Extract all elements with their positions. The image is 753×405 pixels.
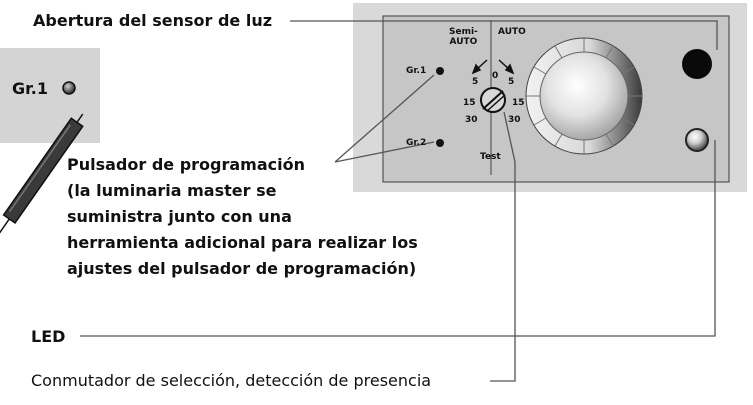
light-sensor-opening bbox=[682, 49, 712, 79]
dial-number-5-left: 5 bbox=[472, 77, 479, 87]
leader-lines bbox=[80, 20, 718, 382]
inset-detail bbox=[0, 48, 100, 143]
dial-number-5-right: 5 bbox=[508, 77, 515, 87]
dial-number-15-right: 15 bbox=[512, 98, 525, 108]
auto-label: AUTO bbox=[498, 27, 526, 37]
prog-label-line-1: Pulsador de programación bbox=[67, 155, 305, 174]
leader-led bbox=[80, 140, 716, 337]
gr2-program-button[interactable] bbox=[436, 139, 444, 147]
dial-number-30-left: 30 bbox=[465, 115, 478, 125]
knob-ribs-icon bbox=[526, 38, 642, 154]
inset-button-icon bbox=[62, 81, 76, 95]
main-knob[interactable] bbox=[525, 37, 643, 155]
leader-gr2 bbox=[334, 141, 435, 163]
leader-light-sensor bbox=[290, 20, 718, 50]
semi-auto-line-1: Semi- bbox=[449, 27, 478, 37]
light-sensor-label: Abertura del sensor de luz bbox=[33, 11, 273, 30]
inset-gr1-label: Gr.1 bbox=[12, 79, 48, 98]
semi-auto-line-2: AUTO bbox=[449, 37, 478, 47]
selector-switch-label: Conmutador de selección, detección de pr… bbox=[31, 371, 432, 390]
dial-number-15-left: 15 bbox=[463, 98, 476, 108]
selector-switch[interactable] bbox=[480, 87, 506, 113]
leader-selector bbox=[490, 111, 516, 382]
inset-box bbox=[0, 48, 100, 143]
led-indicator bbox=[685, 128, 709, 152]
prog-label-line-4: herramienta adicional para realizar los bbox=[67, 233, 418, 252]
programming-tool-icon bbox=[0, 113, 84, 240]
test-label: Test bbox=[480, 152, 501, 162]
leader-gr1 bbox=[334, 74, 435, 163]
prog-label-line-5: ajustes del pulsador de programación) bbox=[67, 259, 417, 278]
gr1-label: Gr.1 bbox=[406, 66, 427, 76]
dial-number-30-right: 30 bbox=[508, 115, 521, 125]
knob-center bbox=[539, 51, 629, 141]
gr1-program-button[interactable] bbox=[436, 67, 444, 75]
rotation-arrows-icon bbox=[471, 59, 515, 75]
prog-label-line-2: (la luminaria master se bbox=[67, 181, 277, 200]
dial-number-0: 0 bbox=[492, 71, 499, 81]
prog-label-line-3: suministra junto con una bbox=[67, 207, 292, 226]
semi-auto-label: Semi- AUTO bbox=[449, 27, 478, 47]
led-label: LED bbox=[31, 327, 66, 346]
gr2-label: Gr.2 bbox=[406, 138, 427, 148]
programming-button-label: Pulsador de programación (la luminaria m… bbox=[67, 152, 467, 282]
